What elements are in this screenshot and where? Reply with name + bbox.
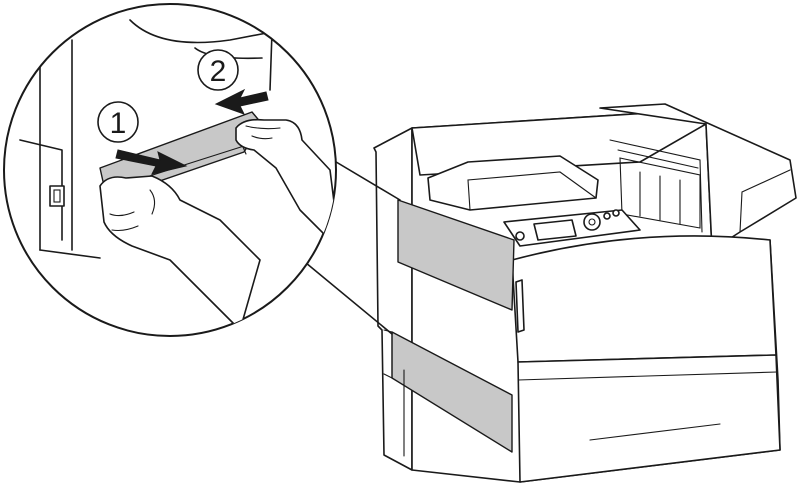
left-hand-icon: [99, 175, 261, 331]
printer-left-side: [373, 127, 413, 471]
right-hand-icon: [235, 118, 336, 251]
front-door: [511, 235, 777, 363]
magnifier-circle-icon: [3, 3, 337, 337]
step-callout-2: 2: [197, 49, 239, 91]
arrow-icon: [214, 88, 269, 115]
output-unit: [599, 103, 797, 251]
step-label-2: 2: [210, 55, 227, 88]
lcd-screen: [533, 219, 577, 241]
side-cover-highlight-upper: [397, 199, 515, 311]
side-latch: [49, 185, 65, 207]
printer: [373, 103, 797, 483]
step-callout-1: 1: [97, 101, 139, 143]
control-panel: [503, 209, 641, 247]
output-tray: [427, 155, 599, 211]
arrow-icon: [115, 149, 188, 175]
cassette-handle: [589, 423, 721, 441]
output-vent: [619, 157, 701, 229]
step-label-1: 1: [110, 107, 127, 140]
paper-cassette: [517, 354, 781, 483]
dial-button: [583, 213, 601, 231]
power-button: [515, 231, 525, 241]
printer-top: [411, 111, 707, 176]
door-latch: [515, 279, 525, 333]
